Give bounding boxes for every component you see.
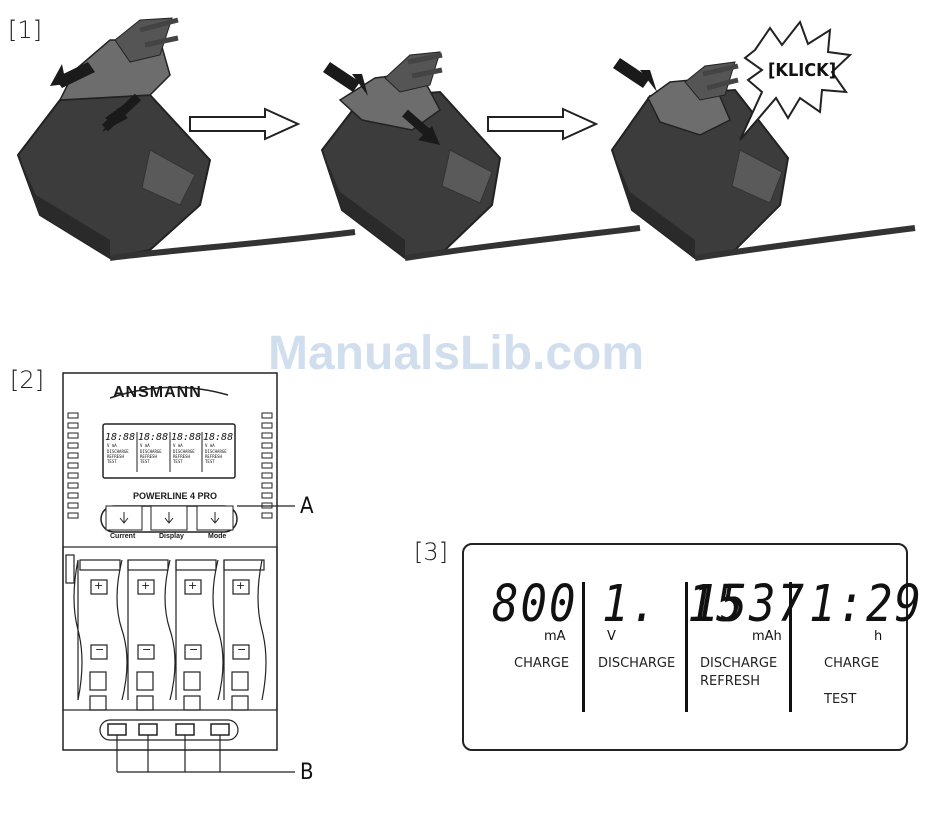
klick-label: [KLICK] [768, 60, 837, 81]
mini-lcd-units: V mA [173, 443, 183, 448]
mini-lcd-mode-line: TEST [173, 459, 183, 464]
slot-minus-sign: − [189, 643, 199, 656]
adapter-step-2 [320, 51, 641, 261]
mini-lcd-units: V mA [205, 443, 215, 448]
figure-1-label: [1] [8, 16, 42, 44]
callout-a: A [300, 494, 314, 519]
mini-lcd-units: V mA [140, 443, 150, 448]
current-button-label: Current [110, 533, 136, 540]
mini-lcd-mode-line: REFRESH [107, 454, 124, 459]
model-name: POWERLINE 4 PRO [133, 491, 218, 501]
lcd-reading-unit: mA [544, 629, 566, 644]
slot-plus-sign: + [188, 579, 198, 592]
lcd-reading-value: 1537 [692, 575, 806, 634]
display-button-label: Display [159, 533, 184, 540]
mini-lcd-mode-line: REFRESH [205, 454, 222, 459]
figure-1-plug-sequence [16, 17, 916, 261]
mini-lcd-mode-line: TEST [205, 459, 215, 464]
step-arrow-1 [189, 107, 301, 141]
lcd-reading-unit: mAh [752, 629, 782, 644]
mini-lcd-digits: 18:88 [171, 432, 202, 443]
lcd-mode-label: TEST [824, 692, 857, 707]
mini-lcd-units: V mA [107, 443, 117, 448]
lcd-reading-unit: V [607, 629, 616, 644]
mini-lcd-digits: 18:88 [138, 432, 169, 443]
figure-2-label: [2] [10, 366, 44, 394]
lcd-reading-value: 1:29 [809, 575, 923, 634]
mini-lcd-mode-line: TEST [140, 459, 150, 464]
mini-lcd-mode-line: DISCHARGE [205, 449, 227, 454]
lcd-mode-label: CHARGE [824, 656, 880, 671]
figure-3-label: [3] [414, 538, 448, 566]
lcd-reading-value: 800 [492, 575, 578, 634]
mini-lcd-digits: 18:88 [105, 432, 136, 443]
slot-plus-sign: + [236, 579, 246, 592]
mode-button-label: Mode [208, 533, 227, 540]
lcd-mode-label: DISCHARGE [700, 656, 778, 671]
adapter-step-3 [610, 19, 916, 261]
lcd-reading-value: 1. 15 [602, 575, 745, 634]
lcd-mode-label: REFRESH [700, 674, 760, 689]
slot-minus-sign: − [95, 643, 105, 656]
slot-minus-sign: − [237, 643, 247, 656]
mini-lcd-mode-line: DISCHARGE [173, 449, 195, 454]
mini-lcd-mode-line: TEST [107, 459, 117, 464]
slot-minus-sign: − [142, 643, 152, 656]
mini-lcd-digits: 18:88 [203, 432, 234, 443]
slot-plus-sign: + [94, 579, 104, 592]
mini-lcd-mode-line: DISCHARGE [140, 449, 162, 454]
channel-divider [582, 582, 585, 712]
channel-divider [789, 582, 792, 712]
callout-b: B [300, 760, 314, 785]
step-arrow-2 [487, 107, 599, 141]
lcd-mode-label: CHARGE [514, 656, 570, 671]
lcd-reading-unit: h [874, 629, 883, 644]
adapter-step-1 [16, 17, 356, 261]
lcd-mode-label: DISCHARGE [598, 656, 676, 671]
brand-logo: ANSMANN [113, 384, 202, 401]
channel-divider [685, 582, 688, 712]
watermark-text: ManualsLib.com [268, 327, 645, 380]
click-starburst [739, 19, 853, 141]
mini-lcd-mode-line: REFRESH [140, 454, 157, 459]
slot-plus-sign: + [141, 579, 151, 592]
mini-lcd-mode-line: DISCHARGE [107, 449, 129, 454]
mini-lcd-mode-line: REFRESH [173, 454, 190, 459]
